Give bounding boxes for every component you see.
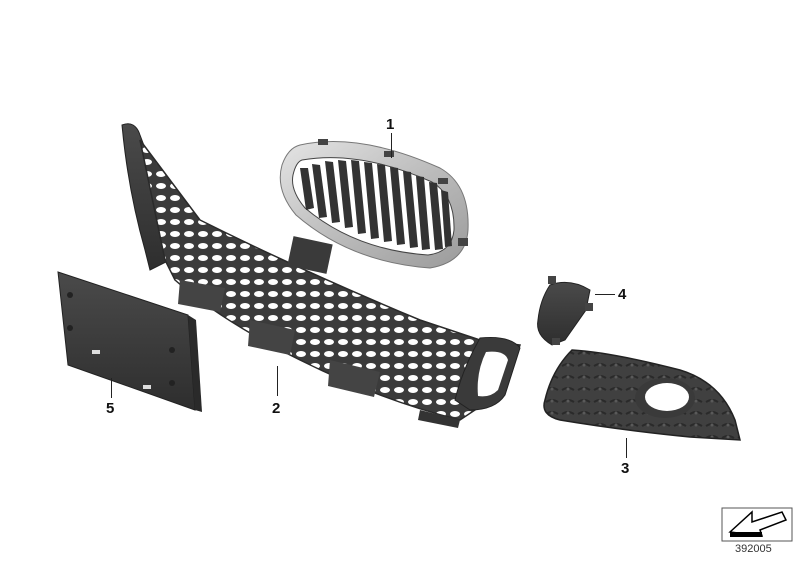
callout-2[interactable]: 2 xyxy=(272,400,281,417)
part-4-trim-cover[interactable] xyxy=(537,276,593,346)
leader-line-2 xyxy=(277,366,278,396)
leader-line-4 xyxy=(595,294,615,295)
callout-4[interactable]: 4 xyxy=(618,286,627,303)
callout-3[interactable]: 3 xyxy=(621,460,630,477)
callout-1[interactable]: 1 xyxy=(386,116,395,133)
part-3-fog-lamp-trim[interactable] xyxy=(543,349,741,441)
part-1-kidney-grille[interactable] xyxy=(279,139,469,269)
leader-line-5 xyxy=(111,378,112,398)
leader-line-3 xyxy=(626,438,627,458)
arrow-bracket-symbol xyxy=(721,507,793,542)
diagram-number: 392005 xyxy=(735,543,772,555)
callout-5[interactable]: 5 xyxy=(106,400,115,417)
part-5-license-plate-base[interactable] xyxy=(57,271,202,412)
leader-line-1 xyxy=(391,133,392,158)
part-2-lower-grille[interactable] xyxy=(121,123,522,428)
